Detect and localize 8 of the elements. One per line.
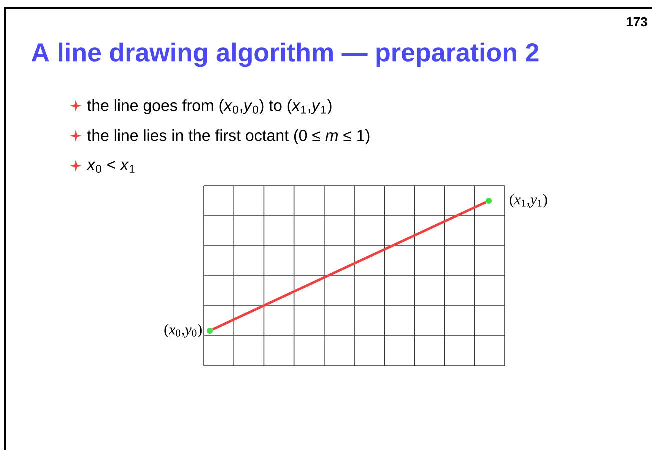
- point-label: (x$_{1}$,y$_{1}$): [510, 194, 548, 208]
- bullet-text: x$_{0}$ < x$_{1}$: [86, 160, 135, 174]
- line-segment: [212, 201, 487, 331]
- point-label: (x$_{0}$,y$_{0}$): [164, 324, 202, 338]
- slide-title: A line drawing algorithm — preparation 2: [32, 42, 539, 68]
- page-number: 173: [626, 17, 648, 27]
- bullet-text: the line lies in the first octant (0 ≤ m ≤ 1): [87, 130, 370, 144]
- bullet-text: the line goes from (x$_{0}$,y$_{0}$) to (x$_{1}$,y$_{1}$): [87, 100, 332, 114]
